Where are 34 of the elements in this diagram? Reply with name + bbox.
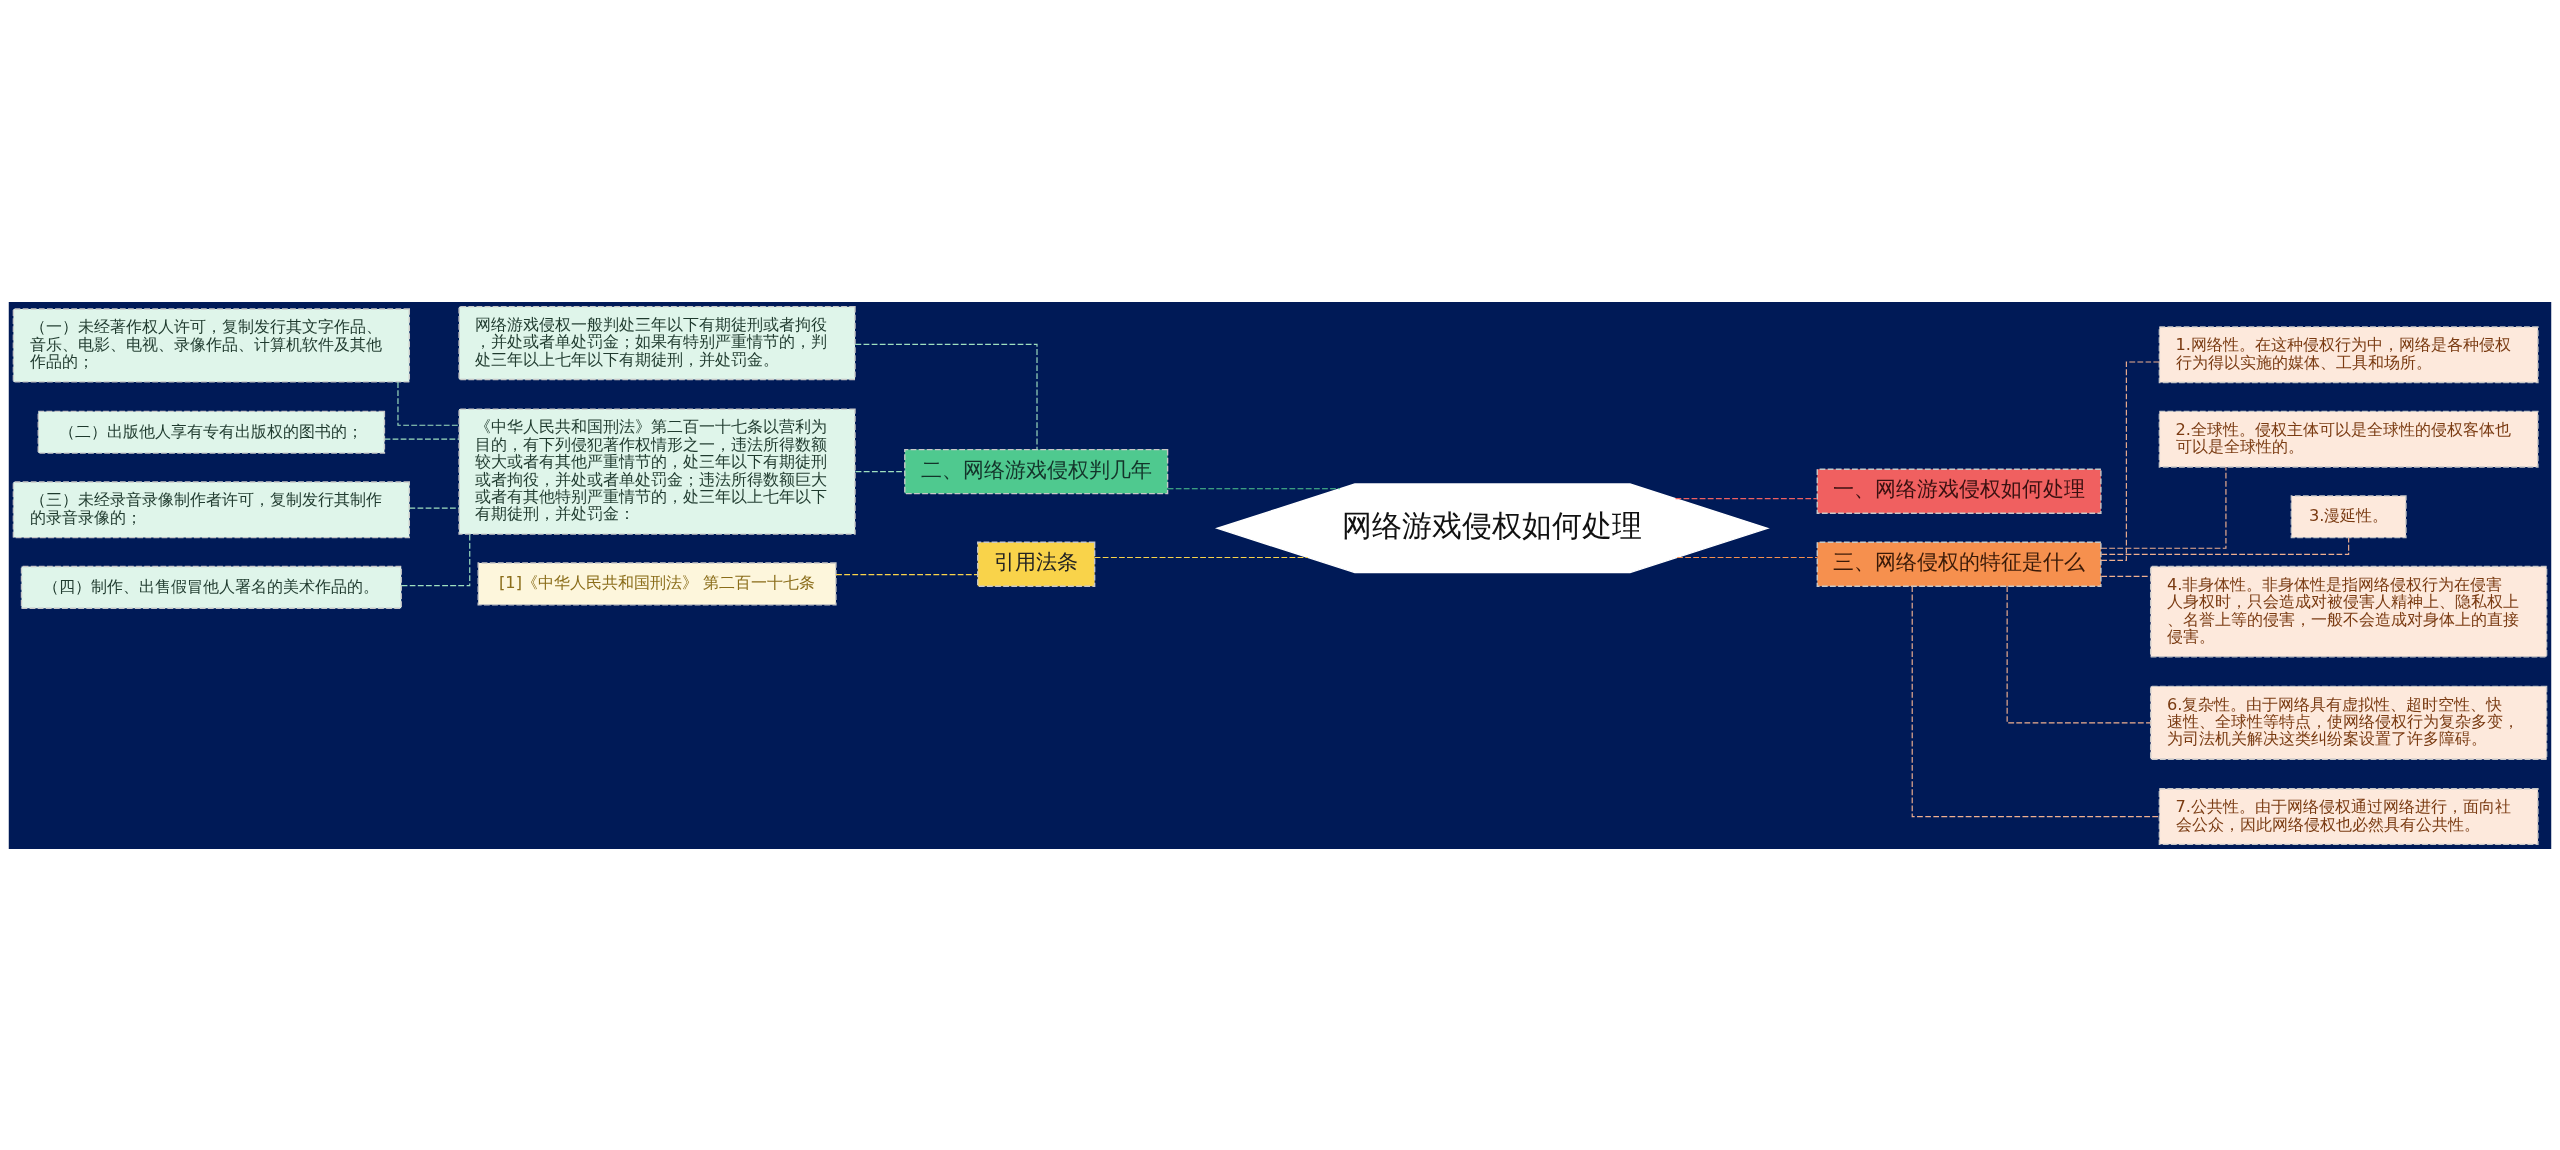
connector bbox=[2100, 575, 2151, 577]
node-box: （三）未经录音录像制作者许可，复制发行其制作的录音录像的； bbox=[12, 480, 410, 538]
node-box: 三、网络侵权的特征是什么 bbox=[1816, 541, 2102, 587]
connector bbox=[1676, 556, 1818, 558]
node-box: （四）制作、出售假冒他人署名的美术作品的。 bbox=[20, 565, 402, 609]
connector bbox=[408, 507, 460, 509]
connector bbox=[1167, 487, 1341, 489]
node-box: 网络游戏侵权一般判处三年以下有期徒刑或者拘役，并处或者单处罚金；如果有特别严重情节的，判处三年以上七年以下有期徒刑，并处罚金。 bbox=[458, 305, 856, 380]
connector bbox=[384, 438, 460, 440]
node-box: （二）出版他人享有专有出版权的图书的； bbox=[37, 410, 386, 454]
connector bbox=[1911, 585, 2160, 817]
node-box: （一）未经著作权人许可，复制发行其文字作品、音乐、电影、电视、录像作品、计算机软件及其他作品的； bbox=[12, 307, 410, 383]
connector bbox=[400, 533, 471, 586]
node-box: [1]《中华人民共和国刑法》 第二百一十七条 bbox=[477, 561, 837, 605]
node-box: 引用法条 bbox=[977, 541, 1096, 587]
node-box: 3.漫延性。 bbox=[2290, 494, 2407, 538]
connector bbox=[854, 470, 906, 472]
connector bbox=[2006, 585, 2152, 723]
node-box: 4.非身体性。非身体性是指网络侵权行为在侵害人身权时，只会造成对被侵害人精神上、隐私权上、名誉上等的侵害，一般不会造成对身体上的直接侵害。 bbox=[2150, 565, 2548, 658]
node-box: 一、网络游戏侵权如何处理 bbox=[1816, 468, 2102, 514]
node-box: 二、网络游戏侵权判几年 bbox=[904, 448, 1169, 494]
connector bbox=[1094, 556, 1309, 558]
node-box: 《中华人民共和国刑法》第二百一十七条以营利为目的，有下列侵犯著作权情形之一，违法所得数额较大或者有其他严重情节的，处三年以下有期徒刑或者拘役，并处或者单处罚金；违法所得数额巨大或者有其他特别严重情节的，处三年以上七年以下有期徒刑，并处罚金： bbox=[458, 407, 856, 535]
connector bbox=[397, 381, 460, 426]
node-box: 1.网络性。在这种侵权行为中，网络是各种侵权行为得以实施的媒体、工具和场所。 bbox=[2158, 325, 2539, 383]
node-box: 6.复杂性。由于网络具有虚拟性、超时空性、快速性、全球性等特点，使网络侵权行为复杂多变，为司法机关解决这类纠纷案设置了许多障碍。 bbox=[2150, 685, 2548, 760]
node-box: 2.全球性。侵权主体可以是全球性的侵权客体也可以是全球性的。 bbox=[2158, 410, 2539, 468]
connector bbox=[1674, 497, 1818, 499]
connector bbox=[835, 573, 978, 575]
node-box: 7.公共性。由于网络侵权通过网络进行，面向社会公众，因此网络侵权也必然具有公共性。 bbox=[2158, 787, 2539, 845]
connector bbox=[2100, 360, 2160, 561]
connector bbox=[854, 343, 1038, 450]
connector bbox=[2100, 536, 2350, 555]
connector bbox=[2100, 466, 2227, 549]
